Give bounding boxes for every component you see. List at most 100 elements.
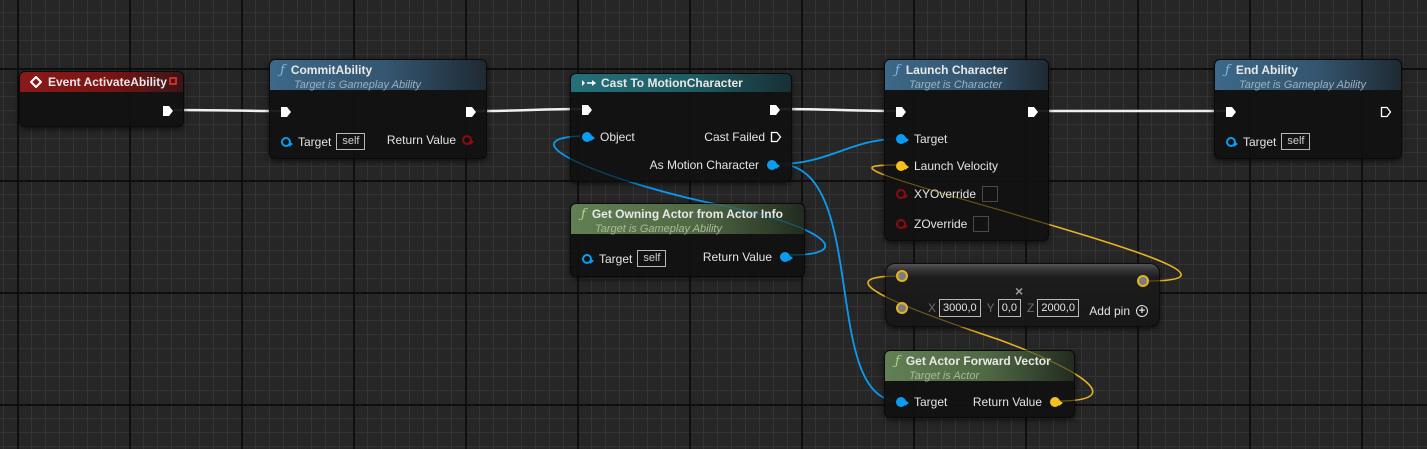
pin-label: Launch Velocity — [914, 159, 999, 173]
add-pin-row[interactable]: Add pin + — [1089, 304, 1148, 318]
pin-label: Return Value — [702, 250, 772, 264]
target-pin-row: Target — [896, 132, 947, 146]
node-subtitle: Target is Gameplay Ability — [294, 79, 421, 91]
exec-out-row — [162, 105, 174, 117]
vector-output-pin[interactable] — [1137, 275, 1149, 287]
return-value-pin[interactable] — [1050, 397, 1063, 407]
as-motion-character-pin[interactable] — [767, 160, 780, 170]
target-input-pin[interactable] — [1226, 136, 1238, 147]
cast-icon — [582, 80, 596, 86]
function-icon: ƒ — [895, 353, 900, 369]
node-header: ƒ CommitAbility Target is Gameplay Abili… — [270, 60, 486, 91]
return-value-pin[interactable] — [462, 135, 474, 145]
node-title: CommitAbility — [290, 63, 373, 77]
launch-character-node[interactable]: ƒ Launch Character Target is Character T… — [884, 59, 1049, 241]
node-header: Cast To MotionCharacter — [571, 74, 791, 92]
exec-in-row — [895, 106, 907, 118]
multiply-vector-node[interactable]: X 3000,0 Y 0,0 Z 2000,0 × Add pin + — [885, 263, 1160, 327]
function-icon: ƒ — [1225, 62, 1230, 78]
exec-input-pin[interactable] — [895, 106, 907, 118]
target-input-pin[interactable] — [582, 253, 594, 264]
node-subtitle: Target is Gameplay Ability — [1239, 79, 1366, 91]
exec-output-pin[interactable] — [162, 105, 174, 117]
launch-velocity-row: Launch Velocity — [896, 159, 998, 173]
node-subtitle: Target is Gameplay Ability — [595, 223, 722, 235]
commit-ability-node[interactable]: ƒ CommitAbility Target is Gameplay Abili… — [269, 59, 487, 159]
x-value-field[interactable]: 3000,0 — [939, 299, 981, 317]
add-pin-icon[interactable]: + — [1136, 305, 1148, 317]
exec-wire-cast-to-launch — [779, 107, 899, 113]
pin-label: XYOverride — [914, 187, 977, 201]
cast-to-motion-character-node[interactable]: Cast To MotionCharacter Object Cast Fail… — [570, 73, 792, 182]
exec-in-row — [581, 104, 593, 116]
exec-output-pin[interactable] — [1380, 106, 1392, 118]
target-self-field[interactable]: self — [336, 133, 366, 150]
node-header: ƒ Get Actor Forward Vector Target is Act… — [885, 351, 1074, 382]
exec-output-pin[interactable] — [769, 104, 781, 116]
function-icon: ƒ — [280, 62, 285, 78]
node-subtitle: Target is Actor — [909, 370, 980, 382]
launch-velocity-pin[interactable] — [896, 161, 909, 171]
return-pin-row: Return Value — [386, 133, 474, 147]
return-value-pin[interactable] — [780, 252, 793, 262]
output-row — [1137, 275, 1149, 287]
xy-override-checkbox[interactable] — [982, 186, 999, 202]
target-self-field[interactable]: self — [1281, 133, 1311, 150]
exec-input-pin[interactable] — [280, 106, 292, 118]
cast-failed-exec-pin[interactable] — [770, 131, 782, 143]
node-title: Launch Character — [905, 63, 1008, 77]
node-title: Get Owning Actor from Actor Info — [591, 207, 783, 221]
xy-override-row: XYOverride — [896, 186, 999, 202]
node-title: Event ActivateAbility — [48, 75, 167, 89]
return-pin-row: Return Value — [702, 250, 793, 264]
end-ability-node[interactable]: ƒ End Ability Target is Gameplay Ability… — [1214, 59, 1402, 159]
multiply-operator-icon: × — [1015, 283, 1024, 299]
x-label: X — [928, 301, 937, 315]
vector-input-b-pin[interactable] — [896, 302, 908, 314]
z-override-checkbox[interactable] — [973, 216, 990, 232]
z-label: Z — [1026, 301, 1035, 315]
exec-out-row — [769, 104, 781, 116]
event-activate-ability-node[interactable]: Event ActivateAbility — [19, 71, 184, 127]
object-pin-row: Object — [582, 130, 635, 144]
object-wire-cast-to-forward-target — [777, 163, 899, 402]
add-pin-label[interactable]: Add pin — [1089, 304, 1130, 318]
function-icon: ƒ — [895, 62, 900, 78]
return-pin-row: Return Value — [973, 395, 1063, 409]
delegate-pin-icon[interactable] — [169, 77, 177, 85]
exec-out-row — [465, 106, 477, 118]
pin-label: Target — [914, 395, 948, 409]
pin-label: Cast Failed — [704, 130, 765, 144]
pin-label: Target — [298, 134, 332, 149]
z-override-pin[interactable] — [896, 219, 908, 229]
target-pin-row: Target self — [582, 250, 667, 267]
get-owning-actor-node[interactable]: ƒ Get Owning Actor from Actor Info Targe… — [570, 203, 805, 277]
input-a-row — [896, 270, 908, 282]
exec-output-pin[interactable] — [465, 106, 477, 118]
exec-wire-event-to-commit — [173, 108, 285, 113]
node-subtitle: Target is Character — [909, 79, 1003, 91]
target-pin-row: Target — [896, 395, 947, 409]
target-input-pin[interactable] — [896, 134, 909, 144]
xy-override-pin[interactable] — [896, 189, 908, 199]
vector-input-a-pin[interactable] — [896, 270, 908, 282]
target-input-pin[interactable] — [896, 397, 909, 407]
exec-input-pin[interactable] — [1225, 106, 1237, 118]
target-input-pin[interactable] — [281, 136, 293, 147]
get-actor-forward-vector-node[interactable]: ƒ Get Actor Forward Vector Target is Act… — [884, 350, 1075, 418]
target-self-field[interactable]: self — [637, 250, 667, 267]
object-input-pin[interactable] — [582, 132, 595, 142]
input-b-row: X 3000,0 Y 0,0 Z 2000,0 — [896, 299, 1079, 317]
node-title: Cast To MotionCharacter — [601, 76, 743, 90]
pin-label: Object — [600, 130, 635, 144]
node-header: Event ActivateAbility — [20, 72, 183, 92]
y-value-field[interactable]: 0,0 — [997, 299, 1021, 317]
event-diamond-icon — [30, 76, 42, 88]
pin-label: Target — [1243, 134, 1277, 149]
exec-input-pin[interactable] — [581, 104, 593, 116]
target-pin-row: Target self — [1226, 133, 1311, 150]
node-header: ƒ End Ability Target is Gameplay Ability — [1215, 60, 1401, 91]
pin-label: Return Value — [386, 133, 456, 147]
z-value-field[interactable]: 2000,0 — [1037, 299, 1079, 317]
exec-output-pin[interactable] — [1027, 106, 1039, 118]
